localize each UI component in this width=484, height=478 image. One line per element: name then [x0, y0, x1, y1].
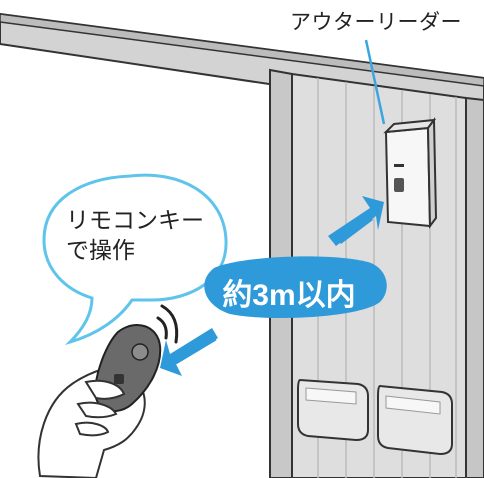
- reader-button: [394, 178, 404, 192]
- range-badge: [204, 256, 387, 318]
- outer-reader-label: アウターリーダー: [290, 11, 462, 34]
- bubble-text-line2: で操作: [66, 237, 135, 263]
- range-arrows: [160, 196, 387, 376]
- remote-key-hand: [37, 323, 162, 478]
- frame-post-right: [465, 96, 484, 478]
- range-label: 約3m以内: [222, 279, 356, 312]
- bubble-text: リモコンキー で操作: [66, 205, 204, 265]
- unlock-button-icon: [114, 374, 124, 384]
- bubble-text-line1: リモコンキー: [66, 207, 204, 233]
- lock-button-icon: [131, 343, 149, 361]
- door-handles: [297, 378, 453, 456]
- reader-leader-line: [364, 39, 386, 125]
- reader-indicator: [394, 164, 404, 167]
- signal-waves-icon: [156, 304, 179, 344]
- arrow-shaft-lower: [171, 331, 217, 365]
- speech-bubble: [42, 173, 228, 346]
- outer-reader-device: [383, 117, 438, 229]
- arrow-shaft-upper: [335, 212, 373, 244]
